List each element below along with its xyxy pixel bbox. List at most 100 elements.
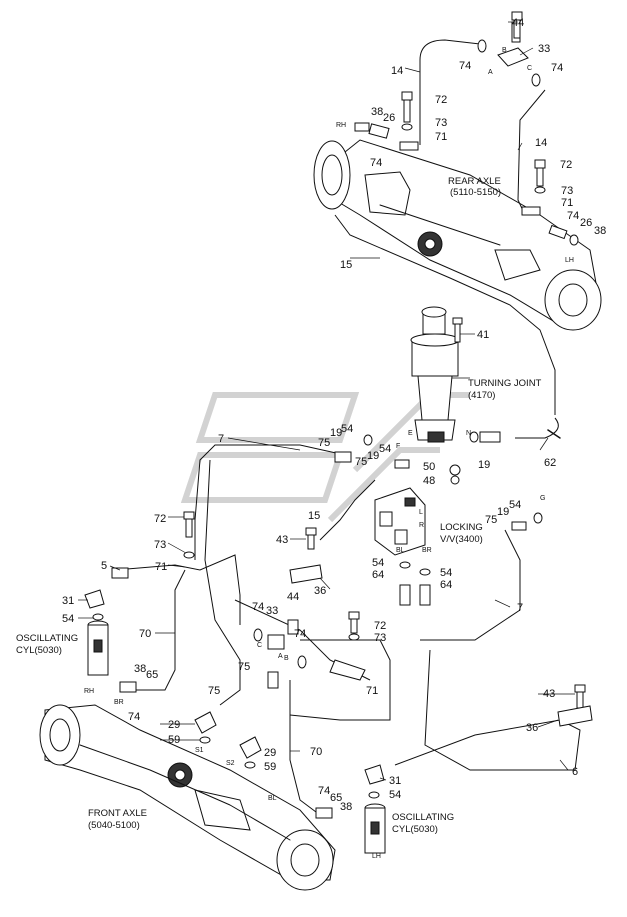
callout-43: 43 <box>543 688 555 700</box>
callout-19: 19 <box>367 450 379 462</box>
hose-70-left <box>130 569 186 691</box>
hose-70-right <box>289 680 321 816</box>
rear-axle <box>313 139 602 331</box>
fitting-75-19-left <box>334 451 352 463</box>
callout-65: 65 <box>330 792 342 804</box>
locking-valve <box>374 487 426 556</box>
callout-74: 74 <box>252 601 264 613</box>
callout-38: 38 <box>340 801 352 813</box>
leader-lines <box>78 21 575 781</box>
bolt-72-rear-right <box>534 159 546 187</box>
callout-15: 15 <box>340 259 352 271</box>
callout-72: 72 <box>435 94 447 106</box>
hose-right-62 <box>515 417 559 439</box>
callout-74: 74 <box>128 711 140 723</box>
o-ring-54-d <box>399 561 411 569</box>
callout-71: 71 <box>561 197 573 209</box>
caption-turning-joint: TURNING JOINT <box>468 378 542 389</box>
oscillating-cyl-right <box>364 803 386 854</box>
elbow-31-right <box>364 764 385 785</box>
callout-43: 43 <box>276 534 288 546</box>
port-bl: BL <box>396 547 405 554</box>
elbow-31-left <box>84 589 105 609</box>
port-r: R <box>419 522 424 529</box>
fitting-75-center <box>267 671 279 689</box>
callout-74: 74 <box>294 628 306 640</box>
caption-front-axle: FRONT AXLE <box>88 808 147 819</box>
bolt-43-a <box>305 527 317 550</box>
caption-front-axle-code: (5040-5100) <box>88 820 140 831</box>
callout-50: 50 <box>423 461 435 473</box>
tee-fitting-33-center <box>267 619 299 650</box>
callout-75: 75 <box>238 661 250 673</box>
callout-73: 73 <box>435 117 447 129</box>
callout-38: 38 <box>371 106 383 118</box>
callout-19: 19 <box>497 506 509 518</box>
callout-75: 75 <box>318 437 330 449</box>
o-ring-54-c <box>533 512 543 524</box>
callout-74: 74 <box>567 210 579 222</box>
port-f: F <box>396 443 400 450</box>
callout-15: 15 <box>308 510 320 522</box>
port-rh: RH <box>84 688 94 695</box>
port-a: A <box>278 653 283 660</box>
callout-74: 74 <box>459 60 471 72</box>
hose-center-c <box>289 639 391 721</box>
caption-rear-axle: REAR AXLE <box>448 176 501 187</box>
bolt-44-rear <box>511 11 523 39</box>
callout-71: 71 <box>155 561 167 573</box>
hose-center-a <box>204 459 241 706</box>
caption-osc-cyl-right-code: CYL(5030) <box>392 824 438 835</box>
callout-75: 75 <box>208 685 220 697</box>
callout-54: 54 <box>341 423 353 435</box>
o-ring-54-e <box>419 568 431 576</box>
callout-64: 64 <box>372 569 384 581</box>
port-lh: LH <box>372 853 381 860</box>
callout-54: 54 <box>389 789 401 801</box>
clamp-36-a <box>289 564 323 584</box>
callout-26: 26 <box>580 217 592 229</box>
o-ring-59-b <box>244 761 256 769</box>
fitting-65-38-right <box>315 807 333 819</box>
callout-72: 72 <box>374 620 386 632</box>
caption-locking-valve: LOCKING <box>440 522 483 533</box>
port-e: E <box>408 430 413 437</box>
callout-31: 31 <box>389 775 401 787</box>
flange-71-a <box>399 141 419 151</box>
callout-59: 59 <box>264 761 276 773</box>
fitting-5-end <box>111 567 129 579</box>
port-c: C <box>527 65 532 72</box>
o-ring-74-a <box>477 39 487 53</box>
callout-7: 7 <box>517 602 523 614</box>
callout-62: 62 <box>544 457 556 469</box>
callout-65: 65 <box>146 669 158 681</box>
washer-73-b <box>534 186 546 194</box>
clip-62 <box>547 429 561 439</box>
callout-29: 29 <box>168 719 180 731</box>
port-g: G <box>540 495 545 502</box>
callout-33: 33 <box>538 43 550 55</box>
callout-36: 36 <box>526 722 538 734</box>
callout-54: 54 <box>379 443 391 455</box>
o-ring-54-a <box>363 434 373 446</box>
caption-osc-cyl-left-code: CYL(5030) <box>16 645 62 656</box>
fitting-64-b <box>419 584 431 606</box>
callout-6: 6 <box>572 766 578 778</box>
callout-19: 19 <box>330 427 342 439</box>
callout-74: 74 <box>370 157 382 169</box>
hose-6 <box>394 649 581 771</box>
bolt-72-center <box>183 511 195 538</box>
callout-36: 36 <box>314 585 326 597</box>
oscillating-cyl-left <box>87 620 109 676</box>
port-br: BR <box>422 547 432 554</box>
hose-15-center <box>319 479 376 541</box>
bolt-41 <box>452 317 463 343</box>
washer-73-d <box>348 633 360 641</box>
callout-54: 54 <box>372 557 384 569</box>
bolt-72-rear-left <box>401 91 413 123</box>
port-a: A <box>488 69 493 76</box>
bolt-72-center-right <box>348 611 360 634</box>
fitting-75-19-right <box>511 521 527 531</box>
o-ring-54-right <box>469 431 479 443</box>
